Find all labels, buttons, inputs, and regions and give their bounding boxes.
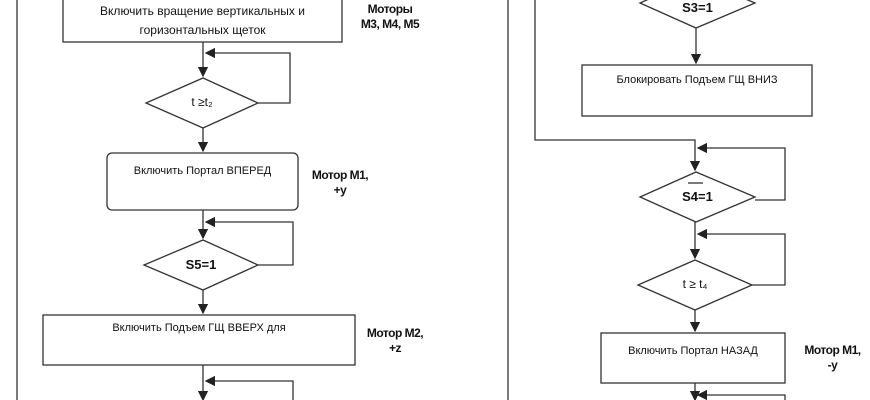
note-motor-m1-plus-y: Мотор М1,+у: [305, 168, 375, 198]
note-line: Мотор М1,: [804, 343, 861, 357]
condition-s3: S3=1: [682, 0, 713, 15]
condition-t-t4: t ≥ t₄: [682, 277, 708, 291]
box-lift-up: Включить Подъем ГЩ ВВЕРХ для: [112, 322, 286, 334]
box-enable-brushes: Включить вращение вертикальных и горизон…: [100, 4, 305, 37]
condition-s4: S4=1: [682, 189, 713, 204]
note-line: +z: [388, 341, 402, 355]
box-portal-forward: Включить Портал ВПЕРЕД: [133, 165, 272, 177]
note-line: М3, М4, М5: [360, 17, 420, 31]
box-portal-back: Включить Портал НАЗАД: [628, 345, 758, 357]
condition-s5: S5=1: [185, 257, 217, 272]
note-line: Мотор М2,: [366, 326, 424, 340]
note-line: Мотор М1,: [311, 168, 369, 182]
note-line: -у: [827, 358, 838, 372]
note-line: Моторы: [367, 2, 413, 16]
box-block-lift-down: Блокировать Подъем ГЩ ВНИЗ: [616, 74, 778, 86]
condition-t-t2: t ≥t₂: [191, 95, 213, 109]
note-motor-m1-minus-y: Мотор М1,-у: [795, 343, 870, 373]
note-line: +у: [333, 183, 347, 197]
note-motor-m2-plus-z: Мотор М2,+z: [360, 326, 430, 356]
